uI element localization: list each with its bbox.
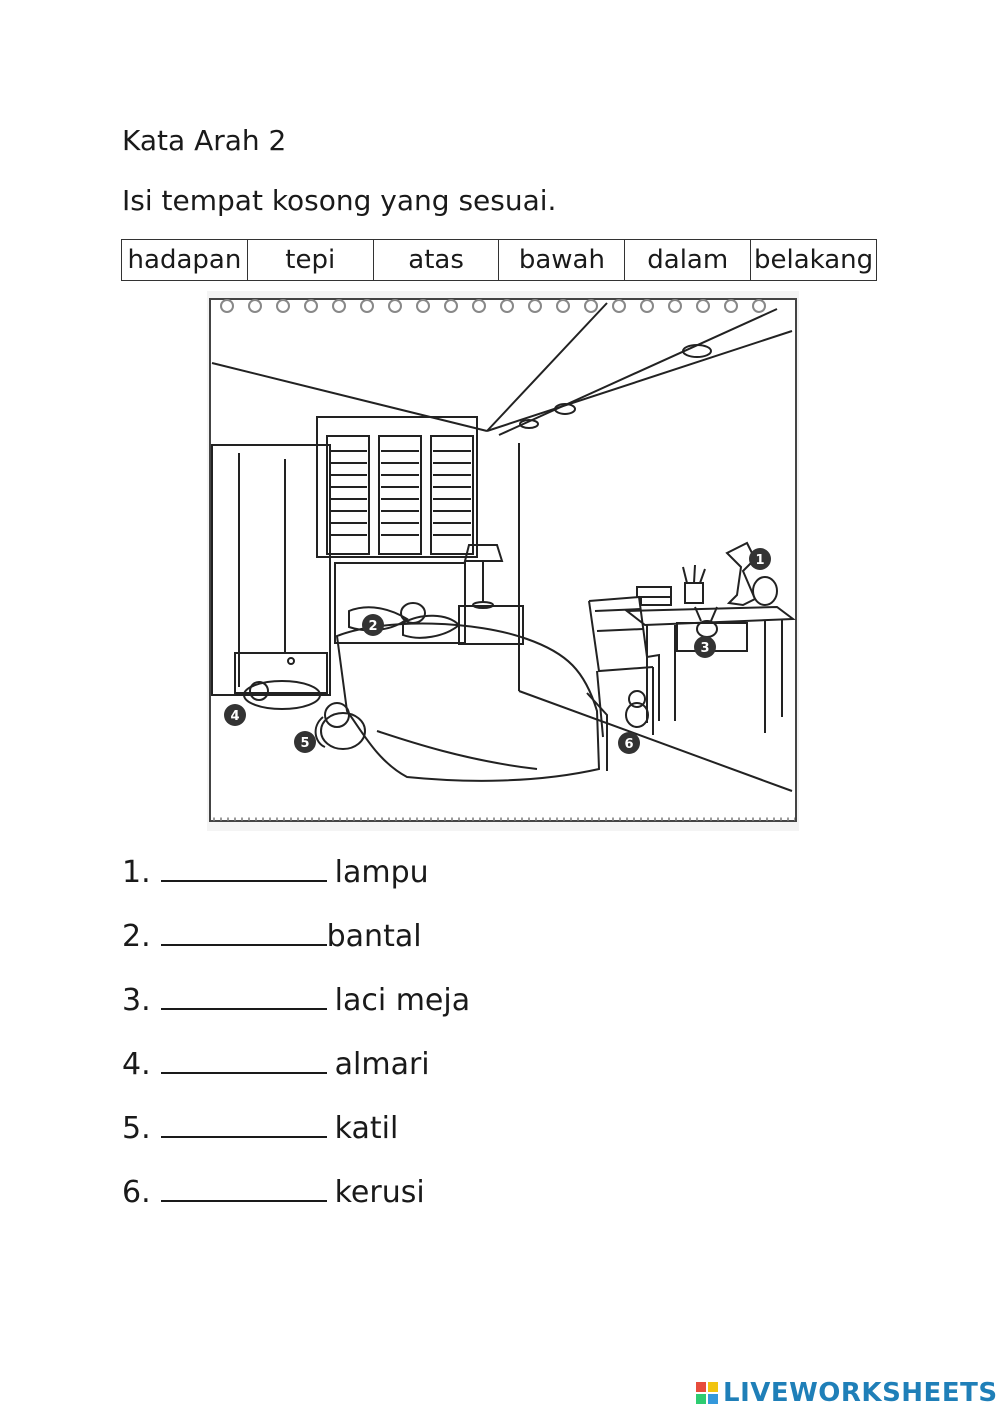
bedroom-illustration: 1 2 3 4 5 6 xyxy=(207,291,799,831)
answer-blank-3[interactable] xyxy=(160,980,327,1010)
word-bank-item: dalam xyxy=(625,240,752,280)
question-number: 2. xyxy=(122,919,151,954)
instruction-text: Isi tempat kosong yang sesuai. xyxy=(122,184,557,217)
word-bank-item: hadapan xyxy=(122,240,248,280)
answer-blank-2[interactable] xyxy=(160,916,327,946)
question-1: 1. lampu xyxy=(122,852,429,890)
question-text: katil xyxy=(334,1111,399,1146)
question-6: 6. kerusi xyxy=(122,1172,425,1210)
word-bank-item: tepi xyxy=(248,240,374,280)
question-text: bantal xyxy=(326,919,422,954)
marker-4: 4 xyxy=(230,709,239,724)
question-5: 5. katil xyxy=(122,1108,398,1146)
word-bank: hadapan tepi atas bawah dalam belakang xyxy=(121,239,877,281)
question-number: 5. xyxy=(122,1111,151,1146)
question-text: kerusi xyxy=(334,1175,425,1210)
marker-2: 2 xyxy=(368,619,377,634)
question-text: laci meja xyxy=(334,983,471,1018)
answer-blank-6[interactable] xyxy=(160,1172,327,1202)
question-number: 1. xyxy=(122,855,151,890)
worksheet-title: Kata Arah 2 xyxy=(122,124,287,157)
answer-blank-4[interactable] xyxy=(160,1044,327,1074)
marker-6: 6 xyxy=(624,737,633,752)
marker-1: 1 xyxy=(755,553,764,568)
marker-3: 3 xyxy=(700,641,709,656)
liveworksheets-brand[interactable]: LIVEWORKSHEETS xyxy=(695,1378,998,1408)
question-number: 3. xyxy=(122,983,151,1018)
question-4: 4. almari xyxy=(122,1044,430,1082)
brand-text: LIVEWORKSHEETS xyxy=(723,1378,998,1408)
marker-5: 5 xyxy=(300,736,309,751)
answer-blank-5[interactable] xyxy=(160,1108,327,1138)
question-3: 3. laci meja xyxy=(122,980,470,1018)
answer-blank-1[interactable] xyxy=(160,852,327,882)
question-number: 6. xyxy=(122,1175,151,1210)
question-number: 4. xyxy=(122,1047,151,1082)
word-bank-item: bawah xyxy=(499,240,626,280)
word-bank-item: atas xyxy=(374,240,500,280)
question-text: lampu xyxy=(334,855,429,890)
word-bank-item: belakang xyxy=(753,245,874,275)
question-2: 2. bantal xyxy=(122,916,422,954)
question-text: almari xyxy=(334,1047,430,1082)
liveworksheets-logo-icon xyxy=(696,1382,718,1404)
